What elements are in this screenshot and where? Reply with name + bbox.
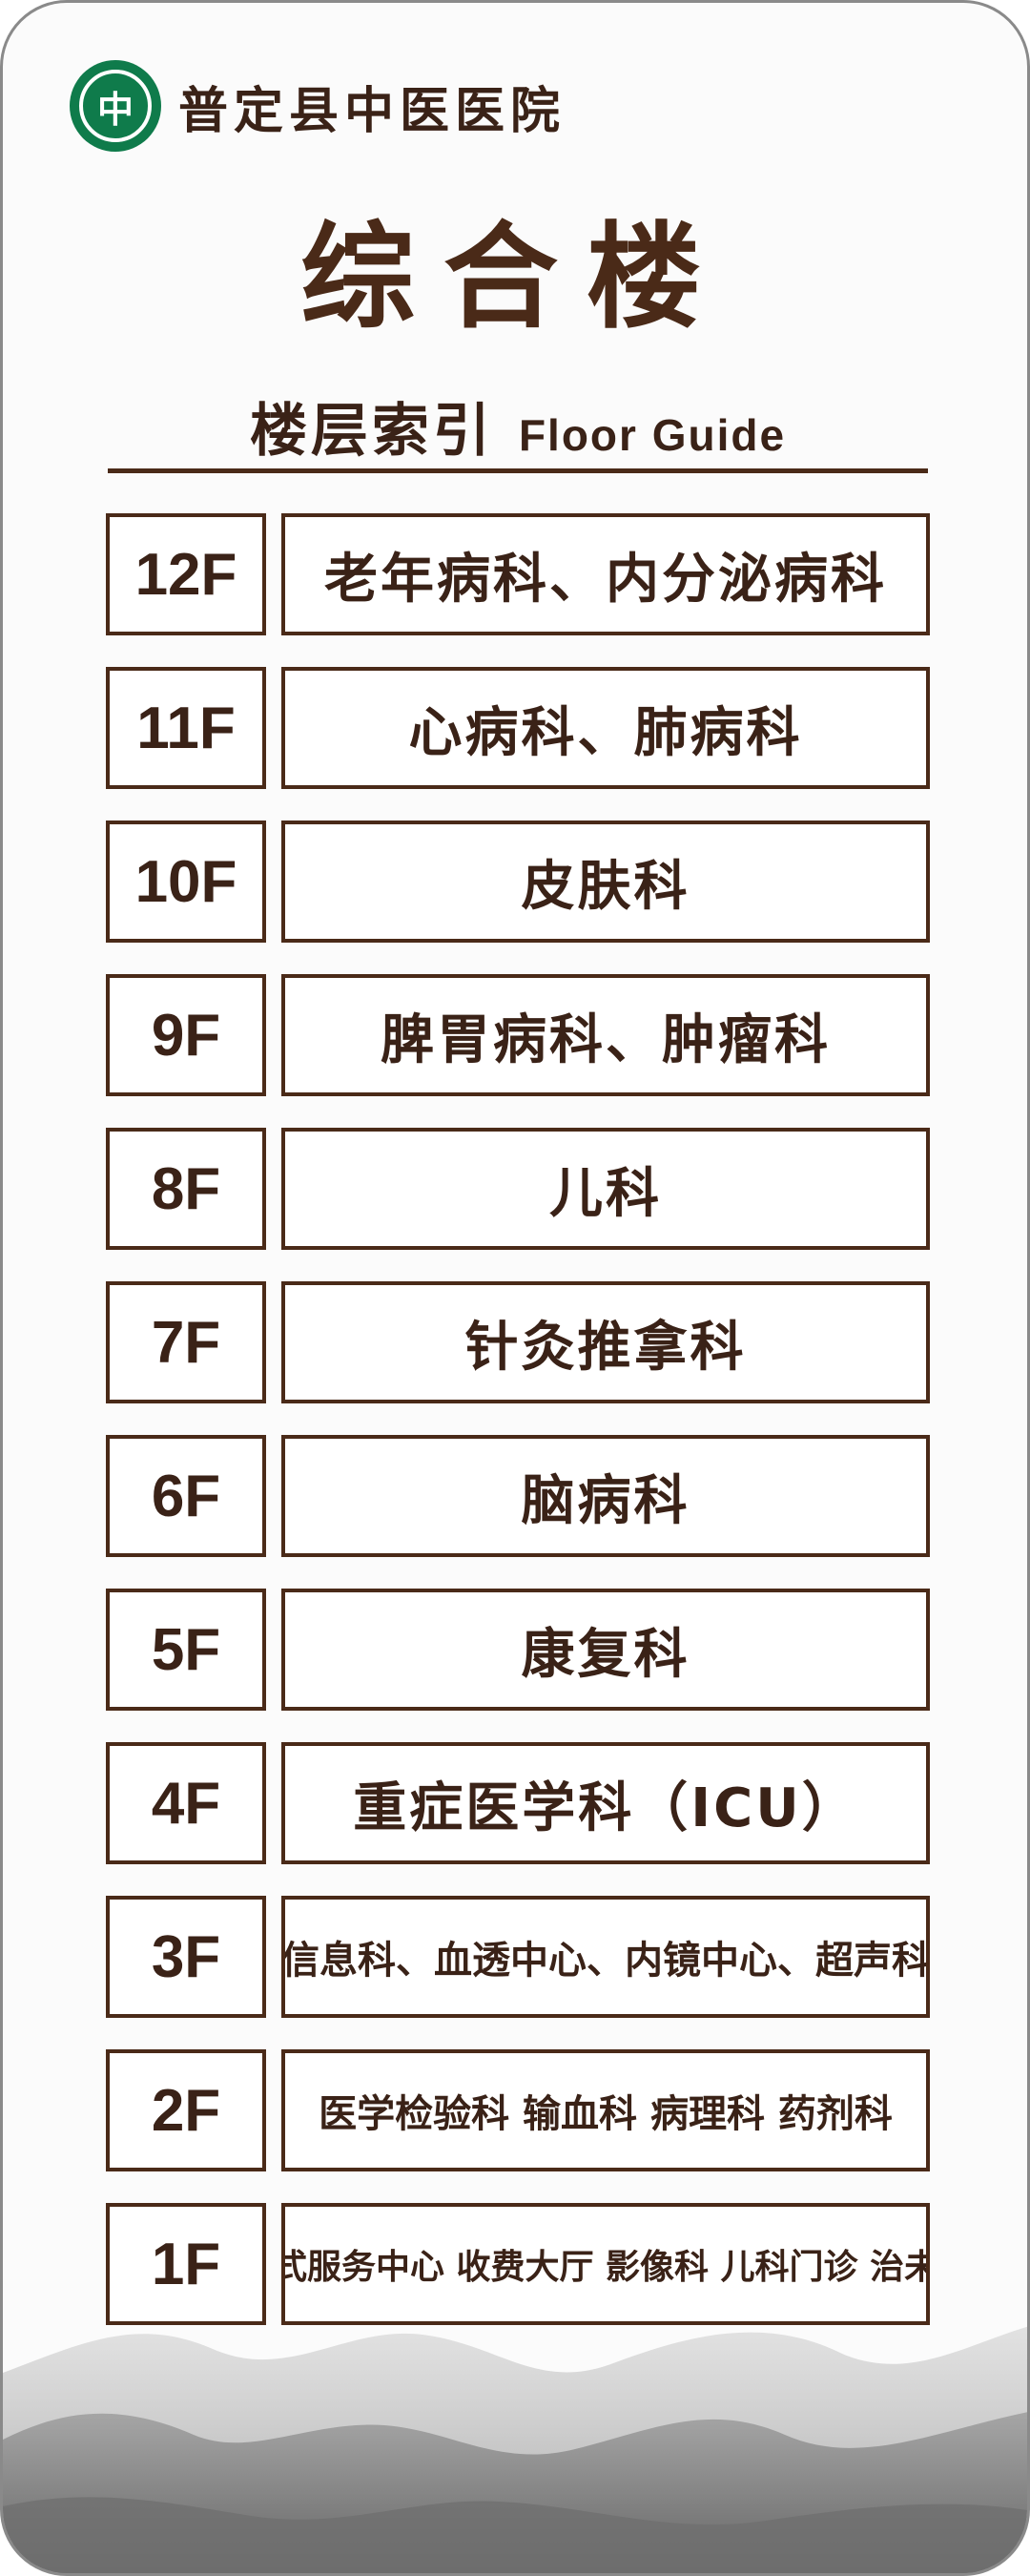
floor-number: 11F <box>106 667 266 789</box>
floor-row-8: 8F 儿科 <box>106 1128 930 1252</box>
floor-departments: 信息科、血透中心、内镜中心、超声科 <box>281 1896 930 2018</box>
floor-number: 9F <box>106 974 266 1096</box>
floor-row-10: 10F 皮肤科 <box>106 821 930 945</box>
floor-number: 5F <box>106 1589 266 1711</box>
floor-departments: 心病科、肺病科 <box>281 667 930 789</box>
floor-number: 4F <box>106 1742 266 1864</box>
floor-row-6: 6F 脑病科 <box>106 1435 930 1559</box>
floor-guide-heading: 楼层索引 Floor Guide <box>108 384 928 467</box>
floor-departments: 针灸推拿科 <box>281 1281 930 1403</box>
floor-departments: 脑病科 <box>281 1435 930 1557</box>
floor-number: 6F <box>106 1435 266 1557</box>
heading-divider <box>108 468 928 473</box>
floor-number: 2F <box>106 2049 266 2171</box>
hospital-header: 中 普定县中医医院 <box>70 58 566 154</box>
floor-number: 7F <box>106 1281 266 1403</box>
floor-number: 8F <box>106 1128 266 1250</box>
floor-row-12: 12F 老年病科、内分泌病科 <box>106 513 930 637</box>
floor-departments: 脾胃病科、肿瘤科 <box>281 974 930 1096</box>
floor-departments: 重症医学科（ICU） <box>281 1742 930 1864</box>
floor-row-7: 7F 针灸推拿科 <box>106 1281 930 1405</box>
floor-departments: 皮肤科 <box>281 821 930 943</box>
floor-departments: 儿科 <box>281 1128 930 1250</box>
floor-guide-title-en: Floor Guide <box>518 410 787 460</box>
hospital-name: 普定县中医医院 <box>178 81 566 140</box>
floor-row-4: 4F 重症医学科（ICU） <box>106 1742 930 1866</box>
building-title: 综合楼 <box>300 210 730 344</box>
floor-row-9: 9F 脾胃病科、肿瘤科 <box>106 974 930 1098</box>
floor-row-5: 5F 康复科 <box>106 1589 930 1713</box>
floor-row-2: 2F 医学检验科 输血科 病理科 药剂科 <box>106 2049 930 2173</box>
floor-departments: 康复科 <box>281 1589 930 1711</box>
floor-number: 1F <box>106 2203 266 2325</box>
floor-number: 12F <box>106 513 266 635</box>
floor-guide-title-cn: 楼层索引 <box>249 398 494 465</box>
floor-number: 3F <box>106 1896 266 2018</box>
logo-mark: 中 <box>96 87 134 131</box>
floor-row-1: 1F 一站式服务中心 收费大厅 影像科 儿科门诊 治未病科 <box>106 2203 930 2327</box>
floor-row-11: 11F 心病科、肺病科 <box>106 667 930 791</box>
floor-departments: 医学检验科 输血科 病理科 药剂科 <box>281 2049 930 2171</box>
floor-departments: 一站式服务中心 收费大厅 影像科 儿科门诊 治未病科 <box>281 2203 930 2325</box>
ink-mountain-background <box>3 2326 1027 2573</box>
floor-departments: 老年病科、内分泌病科 <box>281 513 930 635</box>
hospital-logo: 中 <box>70 60 161 152</box>
floor-number: 10F <box>106 821 266 943</box>
floor-row-3: 3F 信息科、血透中心、内镜中心、超声科 <box>106 1896 930 2020</box>
logo-ring <box>79 70 152 142</box>
